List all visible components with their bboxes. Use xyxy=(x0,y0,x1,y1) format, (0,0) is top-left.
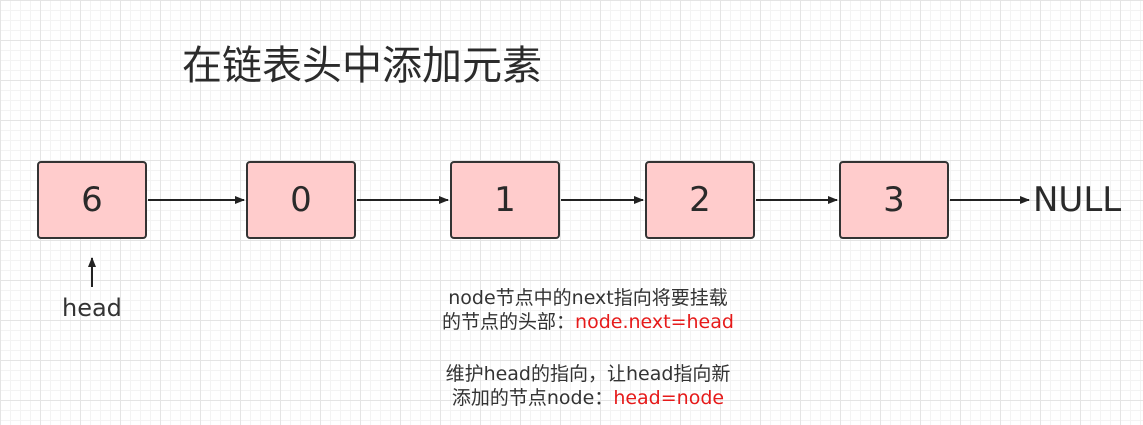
node-value: 3 xyxy=(883,180,905,220)
list-node-4: 3 xyxy=(839,161,949,239)
list-node-1: 0 xyxy=(246,161,356,239)
annotation-next-pointer: node节点中的next指向将要挂载 的节点的头部：node.next=head xyxy=(388,286,788,334)
list-node-3: 2 xyxy=(645,161,755,239)
list-node-2: 1 xyxy=(450,161,560,239)
annotation-head-update: 维护head的指向，让head指向新 添加的节点node：head=node xyxy=(388,362,788,410)
list-node-0: 6 xyxy=(37,161,147,239)
annotation-line: 的节点的头部：node.next=head xyxy=(388,310,788,334)
head-pointer-label: head xyxy=(62,294,122,322)
node-value: 2 xyxy=(689,180,711,220)
diagram-title: 在链表头中添加元素 xyxy=(182,43,542,89)
node-value: 1 xyxy=(494,180,516,220)
annotation-text: 添加的节点node： xyxy=(451,387,614,409)
annotation-line: node节点中的next指向将要挂载 xyxy=(448,287,728,309)
annotation-code: head=node xyxy=(613,387,725,409)
node-value: 0 xyxy=(290,180,312,220)
annotation-line: 维护head的指向，让head指向新 xyxy=(445,363,731,385)
annotation-line: 添加的节点node：head=node xyxy=(388,386,788,410)
annotation-text: 的节点的头部： xyxy=(442,311,576,333)
annotation-code: node.next=head xyxy=(575,311,734,333)
null-terminator-label: NULL xyxy=(1033,180,1122,220)
node-value: 6 xyxy=(81,180,103,220)
